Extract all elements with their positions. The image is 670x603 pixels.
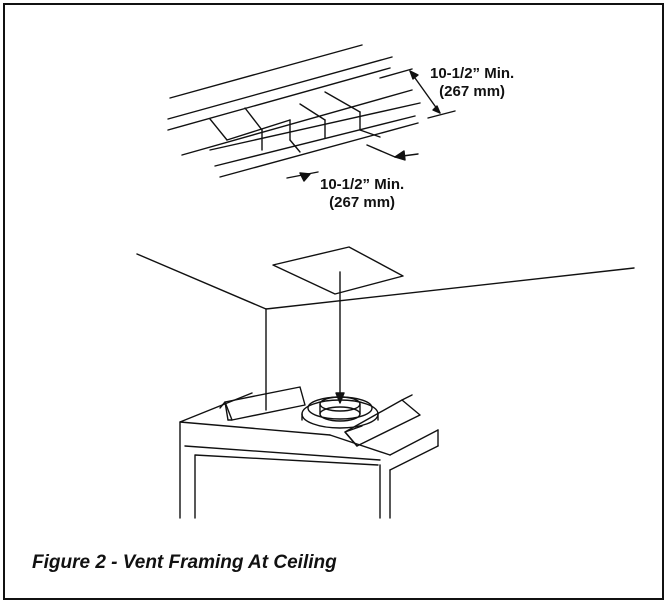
dimension-label-top: 10-1/2” Min. (267 mm) [430, 65, 514, 101]
vent-collar [301, 396, 379, 429]
ceiling-joist-framing [167, 44, 421, 178]
dimension-top-imperial: 10-1/2” Min. [430, 65, 515, 82]
figure-caption: Figure 2 - Vent Framing At Ceiling [32, 552, 337, 573]
fireplace-unit [179, 392, 439, 519]
dimension-arrow-top [379, 68, 456, 119]
room-outline [136, 253, 635, 411]
firestop-spacer-right [344, 394, 421, 447]
plumb-line-arrow [335, 392, 345, 404]
dimension-bottom-imperial: 10-1/2” Min. [320, 176, 405, 193]
firestop-spacer-left [219, 386, 306, 421]
dimension-label-bottom: 10-1/2” Min. (267 mm) [320, 176, 404, 212]
dimension-top-metric: (267 mm) [439, 83, 506, 100]
ceiling-opening [272, 246, 404, 295]
dimension-arrow-bottom [286, 144, 419, 182]
dimension-bottom-metric: (267 mm) [329, 194, 396, 211]
